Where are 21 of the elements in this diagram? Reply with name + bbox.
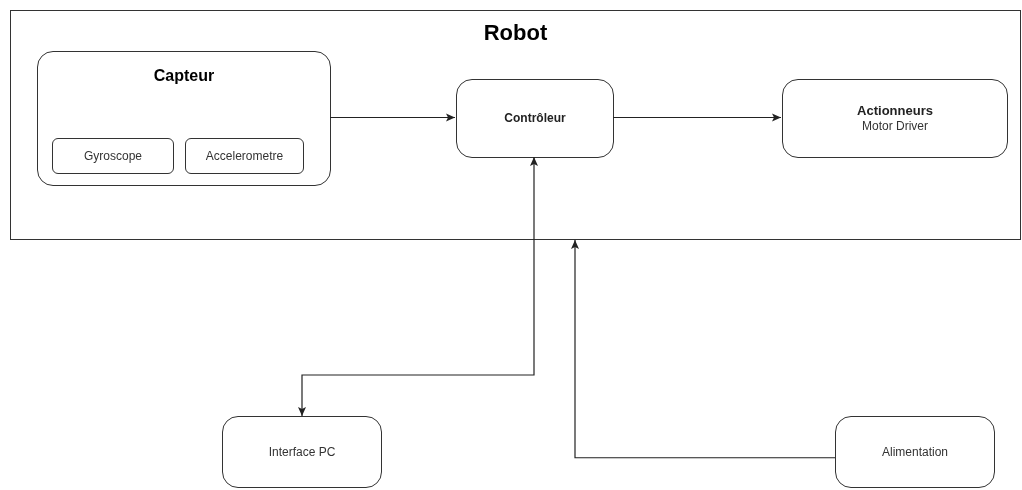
box-subtitle: Motor Driver [862,119,928,135]
box-title: Capteur [153,66,215,86]
box-title: Alimentation [881,444,948,460]
box-title: Actionneurs [857,102,933,120]
system-boundary [10,10,1021,240]
arrow [612,113,782,122]
arrow [571,239,836,459]
box-title: Contrôleur [504,111,566,126]
box-title: Interface PC [268,444,336,460]
component-box [185,138,304,174]
box-title: Gyroscope [84,148,142,164]
component-box [52,138,174,174]
arrow [329,113,456,122]
component-box [222,416,382,488]
component-box [456,79,614,158]
component-box [835,416,995,488]
component-box [37,51,331,186]
box-title: Robot [483,19,548,47]
arrow [298,156,538,417]
component-box [782,79,1008,158]
box-title: Accelerometre [205,148,284,164]
